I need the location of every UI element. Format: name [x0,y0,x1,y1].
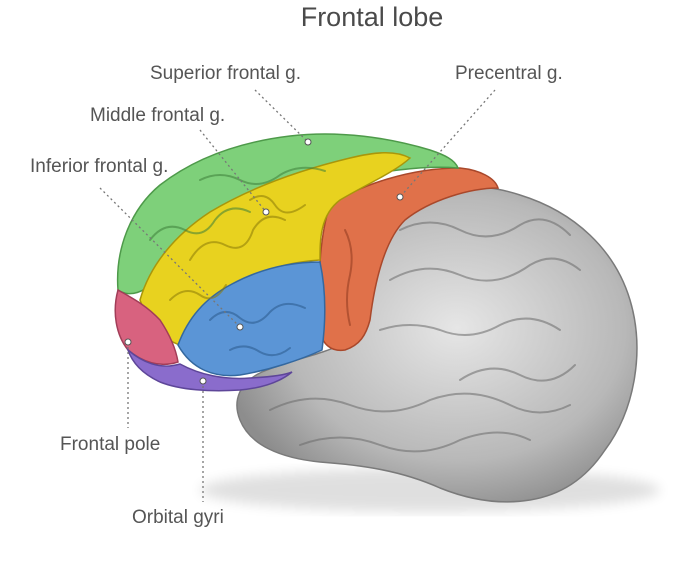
leader-precentral [399,89,496,198]
point-inferior-frontal [236,323,244,331]
label-orbital-gyri: Orbital gyri [132,507,224,528]
point-precentral [396,193,404,201]
label-precentral: Precentral g. [455,63,563,84]
point-orbital-gyri [199,377,207,385]
label-superior-frontal: Superior frontal g. [150,63,302,84]
label-middle-frontal: Middle frontal g. [90,105,226,126]
label-frontal-pole: Frontal pole [60,434,161,455]
point-superior-frontal [304,138,312,146]
diagram-title: Frontal lobe [300,2,444,32]
point-frontal-pole [124,338,132,346]
leader-superior-frontal [254,89,309,143]
label-points [124,138,404,385]
point-middle-frontal [262,208,270,216]
label-inferior-frontal: Inferior frontal g. [30,156,169,177]
gyri-folds [149,166,581,453]
leader-lines [99,89,496,502]
frontal-pole [114,288,179,366]
orbital-gyri-region [126,347,293,392]
